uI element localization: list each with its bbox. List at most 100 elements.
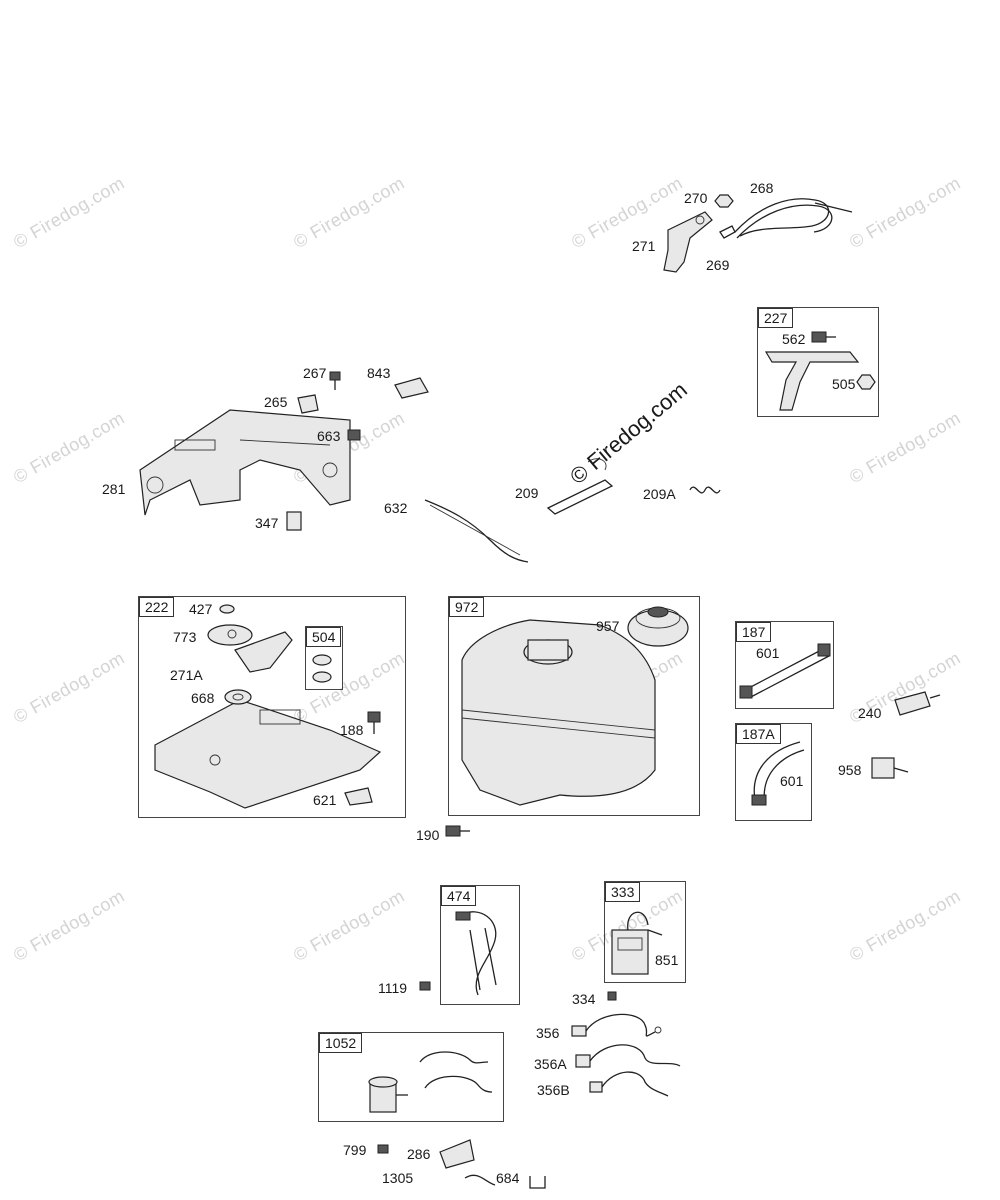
group-box-474: 474 [440, 885, 520, 1005]
wire-1305 [464, 1174, 496, 1186]
solenoid-1052 [368, 1076, 408, 1113]
fuel-cap-957 [627, 606, 689, 647]
label-1305: 1305 [382, 1170, 414, 1186]
nut-427 [219, 604, 235, 614]
hose-601b [751, 741, 805, 806]
nut-505 [856, 374, 876, 390]
lever-227 [764, 351, 860, 411]
group-box-972: 972 [448, 596, 700, 816]
label-267: 267 [303, 365, 327, 381]
label-505: 505 [832, 376, 856, 392]
spring-209A [689, 486, 721, 494]
label-356B: 356B [537, 1082, 570, 1098]
screw-562 [811, 331, 836, 343]
washer-504b [312, 671, 332, 683]
screw-188 [367, 711, 381, 734]
harness-474 [455, 911, 497, 996]
label-188: 188 [340, 722, 364, 738]
label-270: 270 [684, 190, 708, 206]
harness-356 [571, 1013, 662, 1037]
group-box-187A: 187A [735, 723, 812, 821]
label-209: 209 [515, 485, 539, 501]
bracket-271 [663, 211, 713, 273]
clip-265 [297, 394, 319, 414]
label-271A: 271A [170, 667, 203, 683]
label-334: 334 [572, 991, 596, 1007]
label-209A: 209A [643, 486, 676, 502]
label-271: 271 [632, 238, 656, 254]
group-tag-227: 227 [758, 308, 794, 328]
label-773: 773 [173, 629, 197, 645]
group-tag-187: 187 [736, 622, 772, 642]
label-190: 190 [416, 827, 440, 843]
label-240: 240 [858, 705, 882, 721]
label-356: 356 [536, 1025, 560, 1041]
label-621: 621 [313, 792, 337, 808]
bracket-286 [439, 1139, 475, 1169]
wire-1052b [424, 1075, 493, 1093]
label-843: 843 [367, 365, 391, 381]
group-box-187: 187 [735, 621, 834, 709]
screw-190 [445, 825, 470, 837]
shutoff-valve-958 [871, 757, 909, 779]
fuel-filter-240 [894, 691, 941, 716]
label-562: 562 [782, 331, 806, 347]
fuel-tank-972 [461, 619, 656, 806]
washer-504a [312, 654, 332, 666]
label-668: 668 [191, 690, 215, 706]
group-box-333: 333 [604, 881, 686, 983]
group-tag-972: 972 [449, 597, 485, 617]
group-tag-474: 474 [441, 886, 477, 906]
label-1119: 1119 [378, 980, 408, 996]
label-799: 799 [343, 1142, 367, 1158]
label-632: 632 [384, 500, 408, 516]
throttle-cable-268 [734, 198, 853, 239]
label-851: 851 [655, 952, 679, 968]
label-684: 684 [496, 1170, 520, 1186]
screw-1119 [419, 981, 431, 991]
link-209 [546, 458, 614, 515]
governor-plate-222 [154, 699, 382, 809]
group-box-227: 227 [757, 307, 879, 417]
label-957: 957 [596, 618, 620, 634]
group-tag-333: 333 [605, 882, 641, 902]
group-tag-504: 504 [306, 627, 342, 647]
pad-843 [394, 377, 429, 399]
module-333 [611, 911, 663, 975]
washer-668 [224, 689, 252, 705]
link-632 [424, 499, 529, 563]
lever-271A [234, 631, 293, 673]
label-427: 427 [189, 601, 213, 617]
nut-270 [714, 194, 734, 208]
label-269: 269 [706, 257, 730, 273]
label-958: 958 [838, 762, 862, 778]
label-347: 347 [255, 515, 279, 531]
label-356A: 356A [534, 1056, 567, 1072]
group-box-504: 504 [305, 626, 343, 690]
group-tag-222: 222 [139, 597, 175, 617]
harness-356A [575, 1044, 681, 1068]
clip-269 [719, 225, 736, 239]
label-286: 286 [407, 1146, 431, 1162]
screw-663 [347, 429, 361, 441]
clip-347 [286, 511, 302, 531]
group-tag-1052: 1052 [319, 1033, 363, 1053]
label-268: 268 [750, 180, 774, 196]
group-box-222: 222 [138, 596, 406, 818]
wire-1052a [419, 1051, 489, 1064]
hose-601a [739, 643, 831, 699]
label-663: 663 [317, 428, 341, 444]
harness-356B [589, 1071, 669, 1097]
label-281: 281 [102, 481, 126, 497]
screw-799 [377, 1144, 389, 1154]
label-265: 265 [264, 394, 288, 410]
lever-773 [207, 624, 253, 646]
clip-621 [344, 787, 373, 806]
group-tag-187A: 187A [736, 724, 781, 744]
screw-267 [329, 371, 341, 390]
control-bracket-281 [139, 409, 351, 516]
screw-334 [607, 991, 617, 1001]
group-box-1052: 1052 [318, 1032, 504, 1122]
label-601b: 601 [780, 773, 804, 789]
